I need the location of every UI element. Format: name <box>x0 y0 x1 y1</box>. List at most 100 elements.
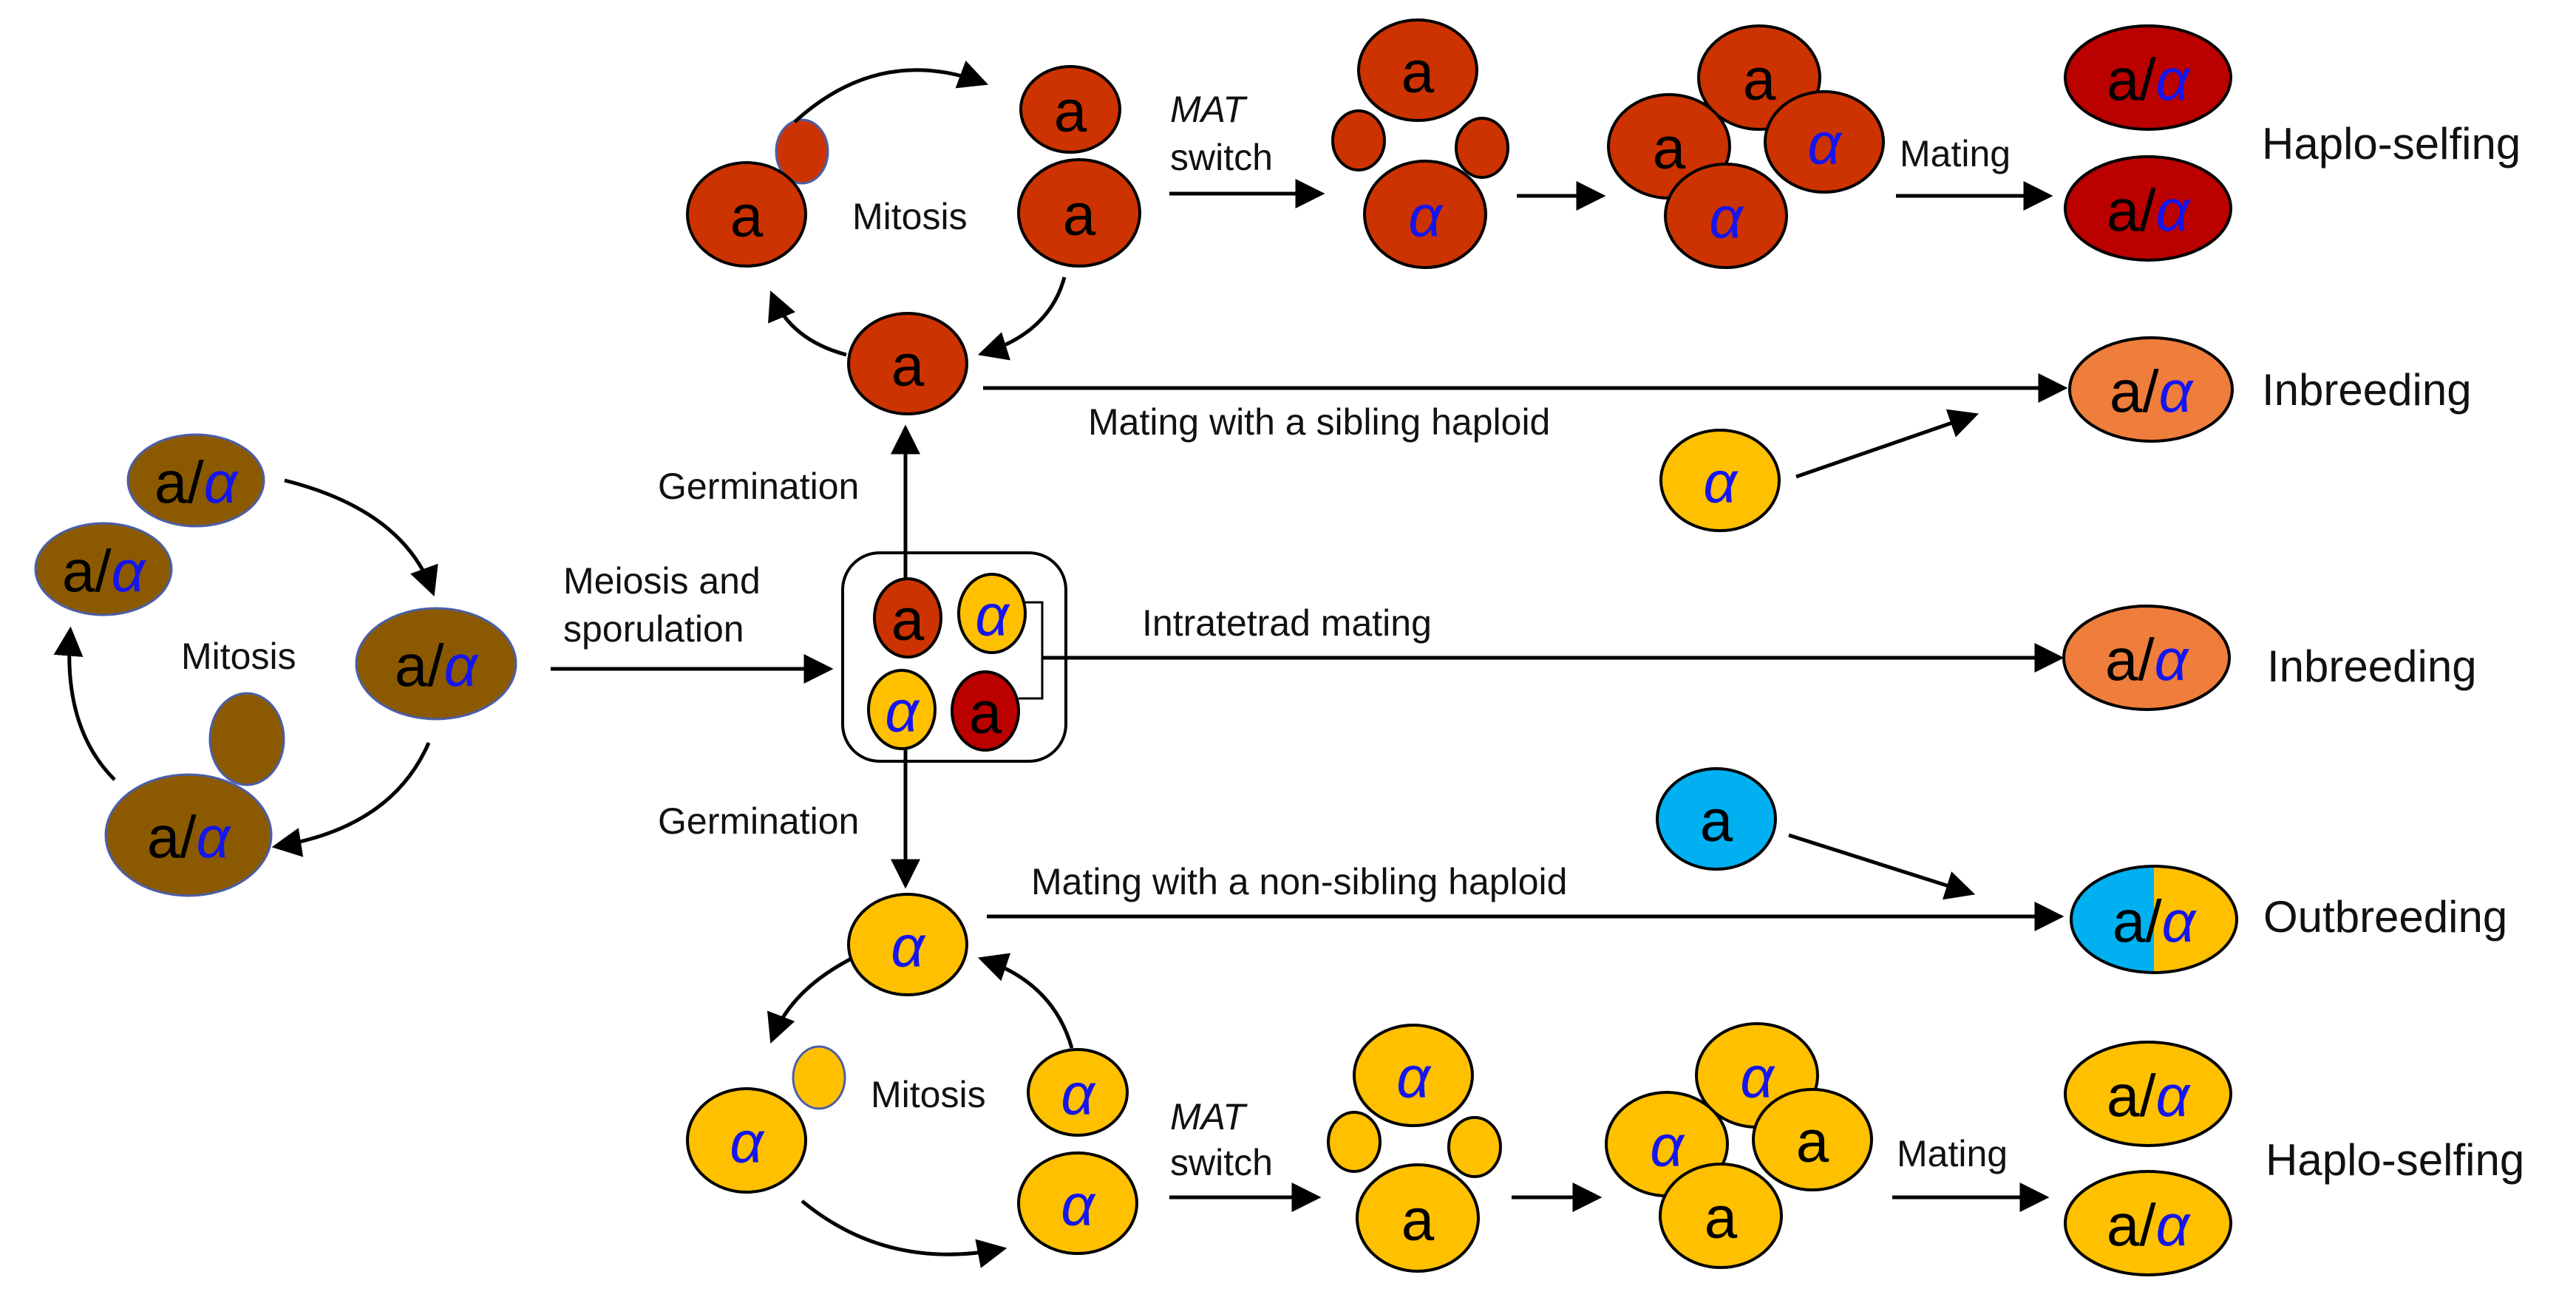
cluster-bottom: α α a a <box>1605 1022 1873 1269</box>
haploid-alpha-cycle-arrow-2 <box>801 1200 1007 1268</box>
mat-switch-label-top-line2: switch <box>1170 137 1273 178</box>
haplo-selfing-diploid-bottom-1: a/α <box>2064 1041 2232 1147</box>
spore-a-dark-red: a <box>951 670 1020 752</box>
nonsibling-a-arrow <box>1788 833 1976 900</box>
diploid-cycle-arrow-3 <box>53 626 116 781</box>
svg-text:α: α <box>1408 183 1444 249</box>
diploid-cycle-arrow-1 <box>284 478 438 597</box>
svg-text:a: a <box>969 680 1002 746</box>
svg-text:a/α: a/α <box>395 633 480 698</box>
diploid-cell-right: a/α <box>355 607 517 721</box>
nonsibling-a-cell: a <box>1656 767 1777 871</box>
haploid-a-cycle-arrow-3 <box>768 290 847 357</box>
inbred-diploid-intratetrad: a/α <box>2062 605 2231 711</box>
svg-text:a: a <box>730 183 764 249</box>
svg-text:α: α <box>1740 1044 1775 1110</box>
haploid-a-cell-germinated: a <box>847 312 968 415</box>
germination-label-top: Germination <box>658 466 859 507</box>
inbred-diploid-sibling: a/α <box>2068 336 2234 443</box>
svg-text:a/α: a/α <box>2107 177 2192 243</box>
svg-text:a: a <box>1054 78 1087 144</box>
haploid-a-cycle-arrow-1 <box>793 60 989 123</box>
haploid-a-mitosis-cycle: a a a a Mitosis <box>686 60 1141 415</box>
sibling-alpha-arrow <box>1795 409 1979 479</box>
spore-alpha-top: α <box>957 573 1027 654</box>
diploid-mitosis-label: Mitosis <box>181 636 296 677</box>
svg-text:a: a <box>891 333 925 398</box>
svg-text:a/α: a/α <box>154 449 239 515</box>
svg-text:a: a <box>891 587 925 653</box>
haploid-alpha-cell-bottom: α <box>1017 1151 1138 1255</box>
diploid-cell-left: a/α <box>34 522 173 616</box>
svg-text:a: a <box>1063 182 1096 248</box>
mating-label-top: Mating <box>1900 133 2011 174</box>
diploid-budding-cell: a/α <box>104 692 285 897</box>
switched-pair-top: a α <box>1331 18 1509 269</box>
outcome-haplo-selfing-top: Haplo-selfing <box>2262 119 2521 169</box>
svg-text:α: α <box>1709 185 1744 251</box>
svg-text:a/α: a/α <box>2105 627 2190 693</box>
switched-pair-bottom: α a <box>1327 1024 1502 1273</box>
haploid-alpha-cell-right: α <box>1027 1048 1129 1137</box>
haplo-selfing-diploid-bottom-2: a/α <box>2064 1170 2232 1276</box>
outcome-inbreeding-sibling: Inbreeding <box>2262 365 2472 415</box>
svg-text:a: a <box>1401 39 1435 105</box>
svg-text:a: a <box>1796 1109 1829 1174</box>
svg-text:α: α <box>891 914 926 979</box>
svg-text:α: α <box>1703 449 1739 515</box>
haploid-a-cycle-arrow-2 <box>977 276 1067 361</box>
svg-text:a/α: a/α <box>147 804 232 870</box>
svg-text:a/α: a/α <box>62 538 147 604</box>
haploid-a-budding-cell: a <box>686 118 829 268</box>
haploid-alpha-budding-cell: α <box>686 1045 846 1194</box>
spore-a-red: a <box>873 577 942 659</box>
mating-label-bottom: Mating <box>1897 1133 2008 1174</box>
diploid-cycle-arrow-2 <box>271 742 431 857</box>
tetrad-ascus: a α α a <box>841 551 1067 763</box>
haploid-a-cell-right: a <box>1017 158 1141 268</box>
svg-text:a: a <box>1653 115 1686 181</box>
svg-text:α: α <box>975 582 1010 648</box>
svg-text:α: α <box>730 1109 765 1175</box>
outbred-diploid: a/α <box>2070 865 2238 974</box>
meiosis-label-line1: Meiosis and <box>563 560 761 602</box>
haplo-selfing-diploid-top-1: a/α <box>2064 24 2232 131</box>
haploid-a-cell-top: a <box>1019 65 1121 154</box>
svg-text:a/α: a/α <box>2107 47 2192 112</box>
nonsibling-mating-label: Mating with a non-sibling haploid <box>1031 861 1567 902</box>
svg-text:a/α: a/α <box>2113 888 2198 954</box>
svg-text:α: α <box>1061 1061 1096 1127</box>
cluster-top: a a α α <box>1607 24 1885 269</box>
mat-switch-label-bottom-line2: switch <box>1170 1142 1273 1183</box>
svg-text:α: α <box>885 678 920 744</box>
haploid-a-mitosis-label: Mitosis <box>852 196 968 237</box>
sibling-mating-label: Mating with a sibling haploid <box>1088 401 1550 443</box>
haploid-alpha-cycle-arrow-1 <box>767 957 852 1044</box>
haploid-alpha-mitosis-label: Mitosis <box>871 1074 986 1115</box>
svg-text:a/α: a/α <box>2107 1192 2192 1258</box>
germination-label-bottom: Germination <box>658 800 859 842</box>
spore-alpha-bottom: α <box>867 669 937 750</box>
svg-text:α: α <box>1650 1113 1685 1179</box>
sibling-alpha-cell: α <box>1659 429 1781 532</box>
haploid-alpha-cycle-arrow-3 <box>977 953 1074 1049</box>
svg-text:α: α <box>1807 111 1843 177</box>
outcome-inbreeding-intratetrad: Inbreeding <box>2267 642 2477 691</box>
diploid-cell-top: a/α <box>126 433 265 528</box>
intratetrad-bracket <box>1019 601 1044 700</box>
meiosis-label-line2: sporulation <box>563 608 744 650</box>
svg-text:a/α: a/α <box>2107 1063 2192 1129</box>
outcome-haplo-selfing-bottom: Haplo-selfing <box>2266 1135 2524 1185</box>
haplo-selfing-diploid-top-2: a/α <box>2064 155 2232 262</box>
svg-text:a: a <box>1743 47 1776 112</box>
svg-text:a: a <box>1401 1187 1435 1253</box>
svg-text:a: a <box>1700 788 1733 854</box>
diploid-mitosis-cycle: a/α a/α a/α a/α Mitosis <box>34 433 517 897</box>
svg-text:a: a <box>1705 1185 1738 1251</box>
mat-switch-label-top-line1: MAT <box>1170 89 1248 130</box>
mat-switch-label-bottom-line1: MAT <box>1170 1096 1248 1137</box>
svg-text:α: α <box>1396 1044 1432 1110</box>
intratetrad-mating-label: Intratetrad mating <box>1142 602 1432 644</box>
outcome-outbreeding: Outbreeding <box>2263 892 2507 942</box>
